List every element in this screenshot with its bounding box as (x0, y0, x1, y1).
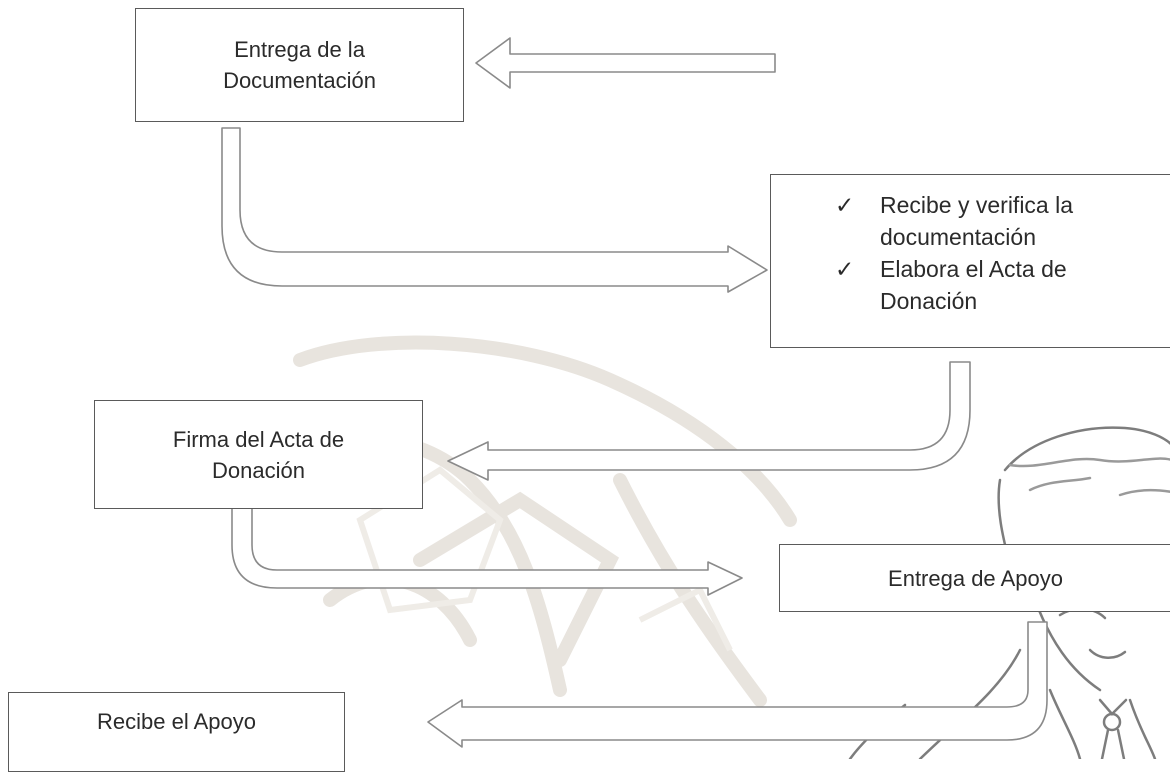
checklist-item-line1: Recibe y verifica la (880, 192, 1074, 218)
checklist: ✓ Recibe y verifica la documentación ✓ E… (835, 189, 1073, 317)
arrow-entrega-apoyo-to-recibe-apoyo (427, 621, 1048, 748)
checklist-item-line1: Elabora el Acta de (880, 256, 1067, 282)
step-firma-acta: Firma del Acta de Donación (94, 400, 423, 509)
step-label-line1: Firma del Acta de (172, 426, 345, 452)
arrow-into-entrega-documentacion (475, 37, 776, 89)
step-label-line1: Entrega de la (234, 37, 365, 62)
arrow-documentacion-to-recibe-verifica (221, 127, 768, 293)
step-recibe-apoyo: Recibe el Apoyo (8, 692, 345, 772)
checkmark-icon: ✓ (835, 256, 855, 282)
checklist-item: ✓ Recibe y verifica la documentación (835, 189, 1073, 253)
step-recibe-verifica: ✓ Recibe y verifica la documentación ✓ E… (770, 174, 1170, 348)
step-entrega-documentacion: Entrega de la Documentación (135, 8, 464, 122)
arrow-firma-to-entrega-apoyo (231, 499, 743, 596)
step-entrega-apoyo: Entrega de Apoyo (779, 544, 1170, 612)
step-label-line2: Documentación (223, 68, 376, 93)
checkmark-icon: ✓ (835, 192, 855, 218)
step-label-line2: Donación (212, 457, 305, 483)
checklist-item: ✓ Elabora el Acta de Donación (835, 253, 1073, 317)
checklist-item-line2: Donación (880, 288, 978, 314)
arrow-recibe-verifica-to-firma (447, 361, 971, 481)
step-label: Entrega de Apoyo (888, 565, 1063, 591)
checklist-item-line2: documentación (880, 224, 1036, 250)
step-label: Recibe el Apoyo (97, 708, 256, 734)
